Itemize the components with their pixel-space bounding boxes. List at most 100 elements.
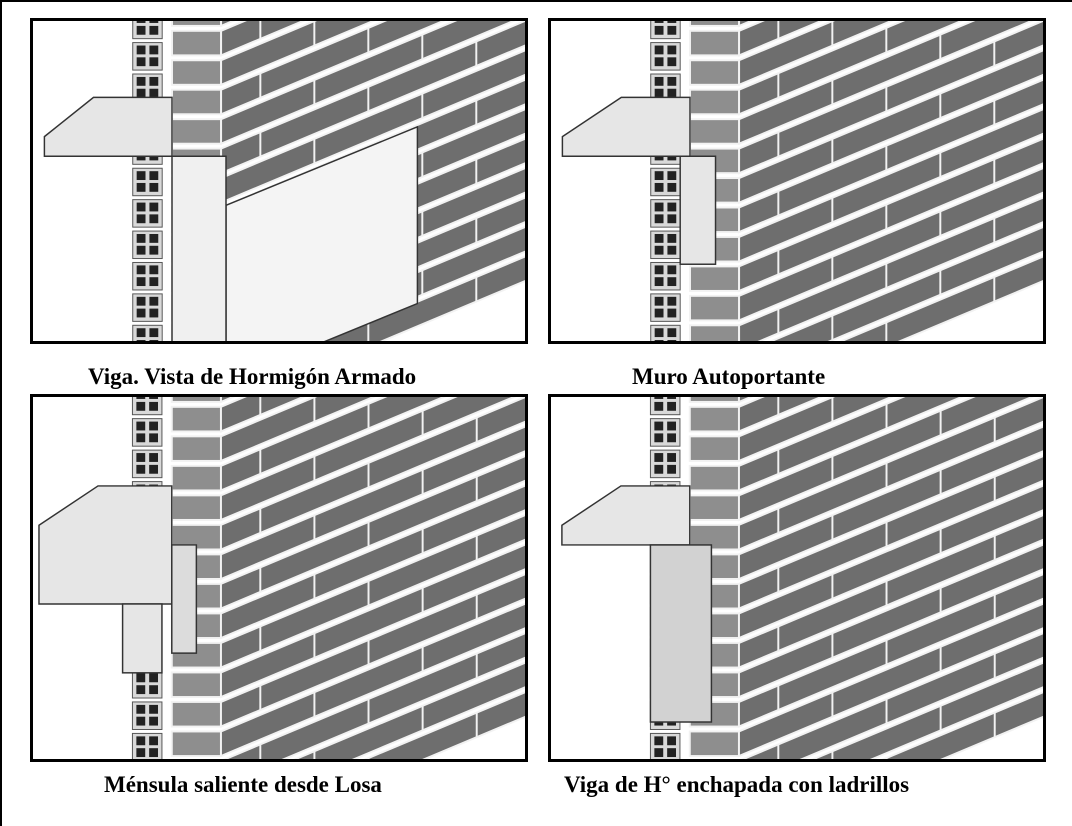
brick-course-side	[219, 425, 525, 581]
slab	[43, 96, 173, 158]
brick-course-side	[219, 397, 376, 463]
block-cell	[136, 214, 146, 224]
block-cell	[654, 328, 664, 338]
brick-course-side	[737, 602, 1043, 758]
block-cell	[654, 182, 664, 192]
block-cell	[136, 245, 146, 255]
block-cell	[667, 308, 677, 318]
block-cell	[136, 673, 146, 683]
brick-front	[688, 405, 740, 433]
block-cell	[667, 433, 677, 443]
block-cell	[149, 57, 159, 67]
block-cell	[149, 25, 159, 35]
brick-front	[171, 59, 223, 86]
block-cell	[136, 57, 146, 67]
block-cell	[667, 202, 677, 212]
brick-course-side	[220, 21, 516, 146]
block-cell	[136, 265, 146, 275]
block-cell	[136, 171, 146, 181]
block-cell	[149, 265, 159, 275]
block-cell	[149, 202, 159, 212]
block-cell	[654, 453, 664, 462]
block-cell	[136, 401, 146, 411]
block-cell	[667, 21, 677, 23]
brick-course-side	[738, 137, 1043, 293]
brick-front	[688, 730, 740, 758]
block-cell	[149, 171, 159, 181]
brick-course-side	[219, 602, 525, 758]
brick-course-side	[219, 397, 517, 522]
panel-viga-enchapada	[548, 394, 1046, 762]
block-cell	[149, 748, 159, 758]
concrete-beam-front	[171, 155, 227, 341]
block-cell	[667, 328, 677, 338]
block-cell	[149, 685, 159, 695]
block-cell	[136, 25, 146, 35]
block-cell	[654, 296, 664, 306]
brick-front	[170, 494, 222, 521]
block-cell	[136, 202, 146, 212]
block-cell	[667, 182, 677, 192]
block-cell	[149, 401, 159, 411]
brick-course-side	[737, 543, 1043, 699]
brick-course-side	[738, 49, 1043, 205]
beam-veneer-face	[649, 544, 713, 723]
block-cell	[654, 45, 664, 55]
block-cell	[667, 76, 677, 86]
block-cell	[667, 464, 677, 474]
block-cell	[149, 704, 159, 714]
brick-course-side	[219, 573, 525, 729]
caption-viga-enchapada: Viga de H° enchapada con ladrillos	[564, 772, 910, 797]
brick-front	[170, 397, 222, 403]
brick-course-side	[220, 21, 446, 116]
brick-course-side	[220, 21, 306, 57]
block-cell	[667, 88, 677, 98]
brick-front	[171, 21, 223, 27]
block-cell	[667, 296, 677, 306]
brick-front	[689, 118, 741, 145]
block-cell	[136, 685, 146, 695]
block-cell	[136, 421, 146, 431]
brick-course-side	[219, 397, 525, 551]
block-cell	[149, 214, 159, 224]
brick-course-side	[219, 397, 447, 492]
brick-course-side	[737, 573, 1043, 729]
block-cell	[149, 433, 159, 443]
block-cell	[149, 716, 159, 726]
brick-front	[171, 88, 223, 116]
left-border	[0, 0, 2, 826]
block-cell	[654, 214, 664, 224]
block-cell	[654, 88, 664, 98]
brick-course-side	[738, 167, 1043, 322]
brick-front	[170, 405, 222, 433]
brick-course-side	[219, 397, 236, 404]
block-cell	[667, 421, 677, 431]
brick-course-side	[839, 255, 1043, 341]
brick-front	[689, 88, 741, 116]
block-cell	[149, 673, 159, 683]
slab	[38, 485, 173, 605]
block-cell	[149, 464, 159, 474]
brick-course-side	[737, 397, 824, 433]
block-cell	[667, 234, 677, 243]
brick-course-side	[738, 21, 1034, 146]
block-cell	[654, 171, 664, 181]
block-cell	[149, 234, 159, 243]
illustration-beam	[43, 21, 525, 341]
block-cell	[654, 421, 664, 431]
illustration-veneer	[561, 397, 1043, 759]
brick-course-side	[738, 108, 1043, 263]
block-cell	[136, 76, 146, 86]
block-cell	[654, 397, 664, 399]
block-cell	[654, 308, 664, 318]
block-cell	[667, 736, 677, 746]
brick-course-side	[293, 661, 525, 759]
slab	[561, 485, 691, 546]
block-cell	[654, 234, 664, 243]
block-cell	[149, 397, 159, 399]
brick-course-side	[219, 484, 525, 640]
block-cell	[667, 57, 677, 67]
corbel-side	[171, 544, 198, 654]
brick-front	[688, 464, 740, 492]
brick-course-side	[738, 21, 1043, 175]
